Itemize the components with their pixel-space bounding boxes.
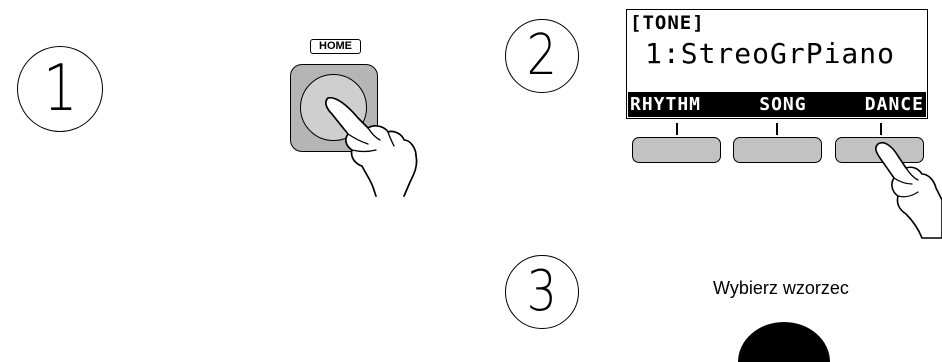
hand-pointer-icon: [872, 138, 942, 238]
soft-key-2-tick: [776, 123, 778, 135]
soft-key-song[interactable]: [733, 137, 822, 163]
instruction-text: Wybierz wzorzec: [713, 278, 849, 299]
lcd-menu-dance: DANCE: [865, 94, 924, 115]
lcd-tone-name: 1:StreoGrPiano: [645, 37, 895, 70]
lcd-title: [TONE]: [630, 12, 705, 34]
soft-key-1-tick: [676, 123, 678, 135]
step-1-circle: 1: [17, 46, 103, 132]
lcd-menu-song: SONG: [759, 94, 806, 115]
step-2-circle: 2: [505, 19, 579, 93]
step-3-circle: 3: [505, 255, 579, 329]
step-3-number: 3: [527, 264, 557, 320]
soft-key-3-tick: [880, 123, 882, 135]
step-2-number: 2: [527, 28, 557, 84]
home-label: HOME: [310, 39, 361, 54]
lcd-menu-bar: RHYTHM SONG DANCE: [628, 92, 926, 117]
soft-key-rhythm[interactable]: [632, 137, 721, 163]
hand-pointer-icon: [318, 90, 428, 200]
step-1-number: 1: [43, 57, 78, 121]
lcd-menu-rhythm: RHYTHM: [630, 94, 701, 115]
dial-knob[interactable]: [738, 322, 830, 362]
